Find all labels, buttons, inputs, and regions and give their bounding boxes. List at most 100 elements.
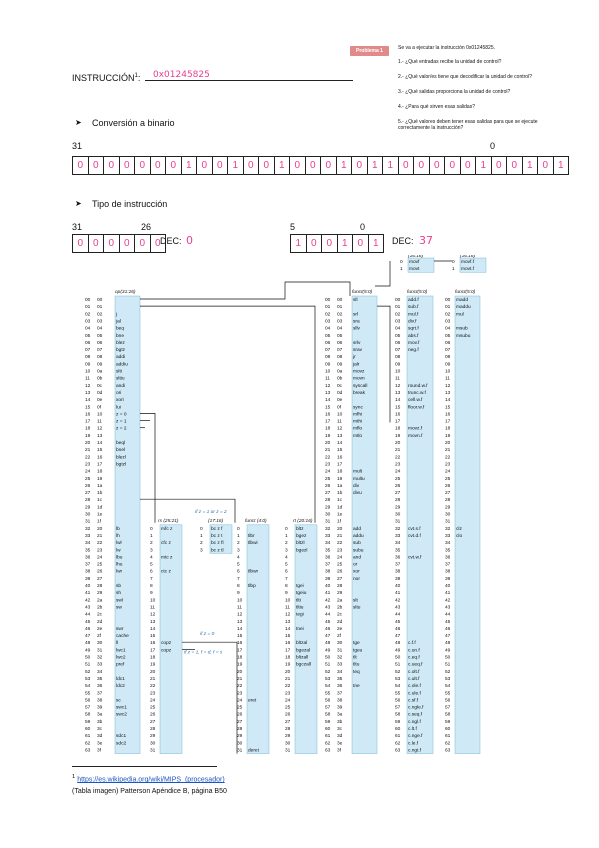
- fp-cell: c.ole.f: [408, 683, 421, 689]
- mov1-header: (16:16): [408, 255, 424, 259]
- decimal-cell: 40: [325, 583, 331, 589]
- decimal-cell: 40: [395, 583, 401, 589]
- decimal-cell: 28: [445, 497, 451, 503]
- mov1-cell: movt: [409, 266, 420, 272]
- instruction-label: INSTRUCCIÓN1:: [72, 73, 141, 83]
- decimal-cell: 30: [325, 512, 331, 518]
- rt-index: 14: [285, 626, 291, 632]
- op-cell: pref: [116, 662, 125, 668]
- hex-cell: 37: [337, 690, 343, 696]
- decimal-cell: 31: [445, 519, 451, 525]
- binary-bit: 0: [461, 157, 476, 174]
- rs-cell: copz: [161, 648, 172, 653]
- rt-index: 16: [285, 640, 291, 646]
- fp-cell: div.f: [408, 318, 417, 324]
- footnote-divider: [72, 766, 217, 767]
- hex-cell: 10: [337, 411, 343, 417]
- rs-cell: ctc z: [161, 569, 171, 575]
- rs-index: 27: [150, 719, 156, 725]
- c0-index: 11: [237, 604, 242, 610]
- hex-cell: 18: [97, 469, 103, 475]
- hex-cell: 0f: [337, 404, 342, 410]
- rs-index: 7: [150, 576, 153, 582]
- binary-bit: 0: [430, 157, 445, 174]
- fp-cell: c.eq.f: [408, 655, 420, 661]
- op-cell: swl: [116, 597, 123, 603]
- decimal-cell: 58: [85, 712, 91, 718]
- decimal-cell: 08: [395, 354, 401, 360]
- rs-index: 20: [150, 669, 156, 675]
- c0-index: 23: [237, 690, 243, 696]
- funct-cell: srl: [353, 311, 358, 317]
- decimal-cell: 49: [395, 647, 401, 653]
- funct-bit: 0: [307, 235, 322, 252]
- funct-cell: jr: [352, 354, 356, 360]
- rs-index: 9: [150, 590, 153, 596]
- decimal-cell: 62: [445, 740, 451, 746]
- hex-cell: 25: [97, 562, 103, 568]
- rt-index: 6: [285, 569, 288, 575]
- hex-cell: 21: [337, 533, 343, 539]
- decimal-cell: 51: [445, 662, 451, 668]
- decimal-cell: 25: [395, 476, 401, 482]
- binary-bit: 1: [228, 157, 244, 174]
- fp-cell: mul.f: [408, 311, 419, 317]
- fp-cell: c.lt.f: [408, 726, 417, 732]
- op-cell: sh: [116, 590, 121, 596]
- fp-cell: c.olt.f: [408, 669, 420, 675]
- hex-cell: 13: [97, 433, 103, 439]
- decimal-cell: 03: [325, 318, 331, 324]
- decimal-cell: 14: [395, 397, 401, 403]
- decimal-cell: 02: [445, 311, 451, 317]
- decimal-cell: 61: [85, 733, 91, 739]
- c0-column-bg: [246, 524, 270, 754]
- funct-cell: jalr: [352, 361, 360, 367]
- decimal-cell: 52: [395, 669, 401, 675]
- funct-lo: 0: [360, 222, 366, 232]
- decimal-cell: 24: [445, 469, 451, 475]
- decimal-cell: 03: [395, 318, 401, 324]
- op-cell: sb: [116, 583, 121, 589]
- c0-index: 20: [237, 669, 243, 675]
- rt-index: 24: [285, 697, 291, 703]
- decimal-cell: 35: [325, 547, 331, 553]
- hex-cell: 11: [97, 419, 102, 425]
- decimal-cell: 32: [325, 526, 331, 532]
- hex-cell: 0a: [337, 369, 343, 375]
- funct-bit: 1: [291, 235, 307, 252]
- decimal-cell: 25: [85, 476, 91, 482]
- rt-cell: tlti: [296, 597, 301, 603]
- op-cell: sdc1: [116, 733, 126, 739]
- footnote-link[interactable]: https://es.wikipedia.org/wiki/MIPS_(proc…: [77, 776, 225, 784]
- hex-cell: 3b: [337, 719, 343, 725]
- funct-cell: sllv: [353, 326, 361, 332]
- funct-bit: 0: [353, 235, 369, 252]
- mov1-index: 1: [400, 266, 403, 272]
- op-cell: lw: [116, 547, 121, 553]
- binary-bit: 0: [197, 157, 213, 174]
- decimal-cell: 60: [85, 726, 91, 732]
- r4-cell: clo: [456, 533, 462, 539]
- c0-index: 10: [237, 597, 243, 603]
- decimal-cell: 48: [445, 640, 451, 646]
- decimal-cell: 40: [445, 583, 451, 589]
- decimal-cell: 13: [85, 390, 91, 396]
- c0-cell: eret: [248, 697, 257, 703]
- fp-cell: c.ngl.f: [408, 719, 421, 725]
- decimal-cell: 12: [445, 383, 451, 389]
- rt-index: 2: [285, 540, 288, 546]
- binary-bit: 0: [352, 157, 368, 174]
- binary-bit: 0: [492, 157, 507, 174]
- hex-cell: 35: [97, 676, 103, 682]
- hex-cell: 1c: [97, 497, 103, 503]
- op-cell: lwc2: [116, 655, 126, 661]
- op-cell: lwc1: [116, 647, 126, 653]
- hex-cell: 0b: [97, 376, 103, 382]
- decimal-cell: 39: [445, 576, 451, 582]
- decimal-cell: 05: [445, 333, 451, 339]
- decimal-cell: 38: [325, 569, 331, 575]
- decimal-cell: 26: [395, 483, 401, 489]
- fp-cell: c.ueq.f: [408, 662, 423, 668]
- decimal-cell: 43: [85, 604, 91, 610]
- rs-cell: mtc z: [161, 554, 173, 560]
